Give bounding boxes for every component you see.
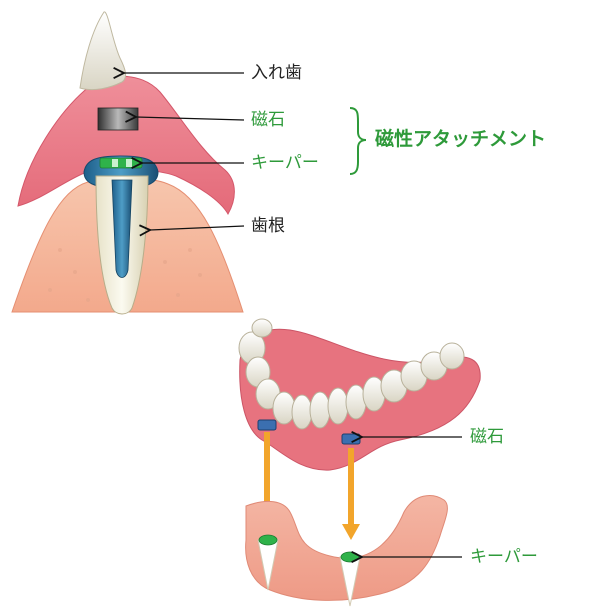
label-root: 歯根 [251, 216, 285, 236]
label-denture: 入れ歯 [251, 63, 302, 83]
keeper-right [341, 552, 359, 562]
keeper-plate [100, 158, 142, 168]
label-magnetic-attachment: 磁性アタッチメント [375, 129, 546, 149]
magnet-block [98, 108, 138, 130]
magnet-right [342, 434, 360, 444]
label-keeper-top: キーパー [251, 153, 319, 173]
keeper-left [259, 535, 277, 545]
label-magnet-top: 磁石 [251, 110, 285, 130]
brace [350, 108, 366, 174]
denture-tooth [80, 12, 126, 90]
label-keeper-bottom: キーパー [470, 547, 538, 567]
magnet-left [258, 420, 276, 430]
label-magnet-bottom: 磁石 [470, 427, 504, 447]
